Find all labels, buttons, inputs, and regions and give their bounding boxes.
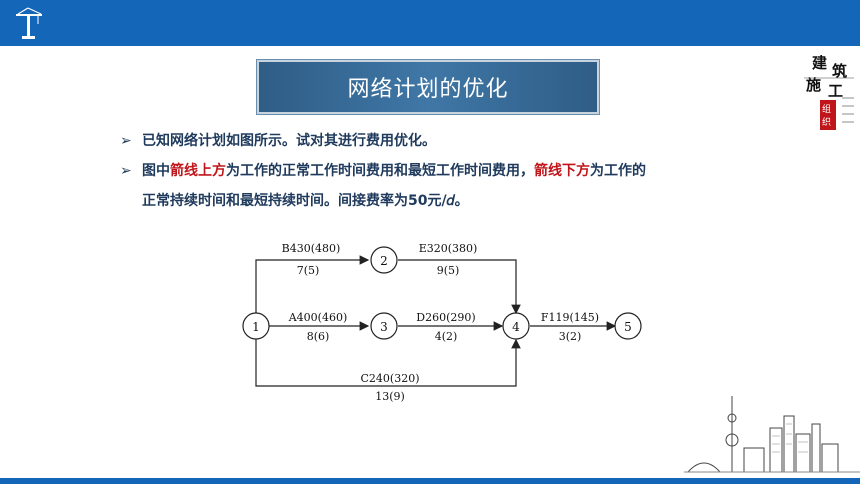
bullet-item-1: ➢ 已知网络计划如图所示。试对其进行费用优化。 <box>120 126 760 156</box>
node-4-label: 4 <box>512 320 520 334</box>
svg-text:筑: 筑 <box>831 62 847 80</box>
city-skyline-illustration <box>684 396 860 473</box>
bullet-2-highlight-above: 箭线上方 <box>170 163 226 179</box>
arrow-e-bottom: 9(5) <box>437 264 460 277</box>
node-3 <box>370 312 398 340</box>
svg-text:建: 建 <box>812 54 828 72</box>
svg-text:织: 织 <box>822 116 831 128</box>
node-5-label: 5 <box>624 320 632 334</box>
svg-text:组: 组 <box>822 103 831 115</box>
arrow-f-top: F119(145) <box>541 311 599 324</box>
node-4 <box>502 312 530 340</box>
bullet-2-part1: 图中 <box>142 163 170 179</box>
arrow-b-top: B430(480) <box>282 242 341 255</box>
arrow-e-top: E320(380) <box>419 242 478 255</box>
bullet-2-line2: 正常持续时间和最短持续时间。间接费率为50元/𝑑。 <box>142 193 469 209</box>
arrow-bullet-icon: ➢ <box>120 133 132 149</box>
svg-text:工: 工 <box>828 82 843 100</box>
arrow-1-2 <box>255 255 370 313</box>
bottom-banner <box>0 478 860 484</box>
node-5 <box>614 312 642 340</box>
bullet-item-2-continued: 正常持续时间和最短持续时间。间接费率为50元/𝑑。 <box>120 186 760 216</box>
slide-title-box: 网络计划的优化 <box>257 60 599 114</box>
arrow-b-bottom: 7(5) <box>297 264 320 277</box>
bullet-list: ➢ 已知网络计划如图所示。试对其进行费用优化。 ➢ 图中箭线上方为工作的正常工作… <box>120 126 760 216</box>
node-2 <box>370 246 398 274</box>
node-2-label: 2 <box>380 254 388 268</box>
arrow-1-4 <box>255 338 521 387</box>
construction-organization-logo: 建 筑 施 工 组 织 <box>804 54 854 130</box>
arrow-c-top: C240(320) <box>361 372 420 385</box>
arrow-d-top: D260(290) <box>416 311 475 324</box>
node-3-label: 3 <box>380 320 388 334</box>
slide-title: 网络计划的优化 <box>347 77 509 102</box>
arrow-c-bottom: 13(9) <box>375 390 405 403</box>
arrow-a-bottom: 8(6) <box>307 330 330 343</box>
bullet-2-highlight-below: 箭线下方 <box>534 163 590 179</box>
bullet-1-text: 已知网络计划如图所示。试对其进行费用优化。 <box>142 133 436 149</box>
node-1-label: 1 <box>252 320 260 334</box>
bullet-item-2: ➢ 图中箭线上方为工作的正常工作时间费用和最短工作时间费用，箭线下方为工作的 <box>120 156 760 186</box>
arrow-bullet-icon: ➢ <box>120 163 132 179</box>
top-banner <box>0 0 860 46</box>
network-plan-diagram: 1 2 3 4 5 B430(480) 7(5) E320(380) 9(5) … <box>242 242 642 403</box>
node-1 <box>242 312 270 340</box>
arrow-2-4 <box>398 259 521 315</box>
arrow-d-bottom: 4(2) <box>435 330 458 343</box>
bullet-2-part3: 为工作的 <box>590 163 646 179</box>
arrow-f-bottom: 3(2) <box>559 330 582 343</box>
arrow-a-top: A400(460) <box>288 311 348 324</box>
bullet-2-part2: 为工作的正常工作时间费用和最短工作时间费用， <box>226 163 534 179</box>
svg-text:施: 施 <box>806 76 821 94</box>
tower-crane-icon <box>16 7 42 39</box>
